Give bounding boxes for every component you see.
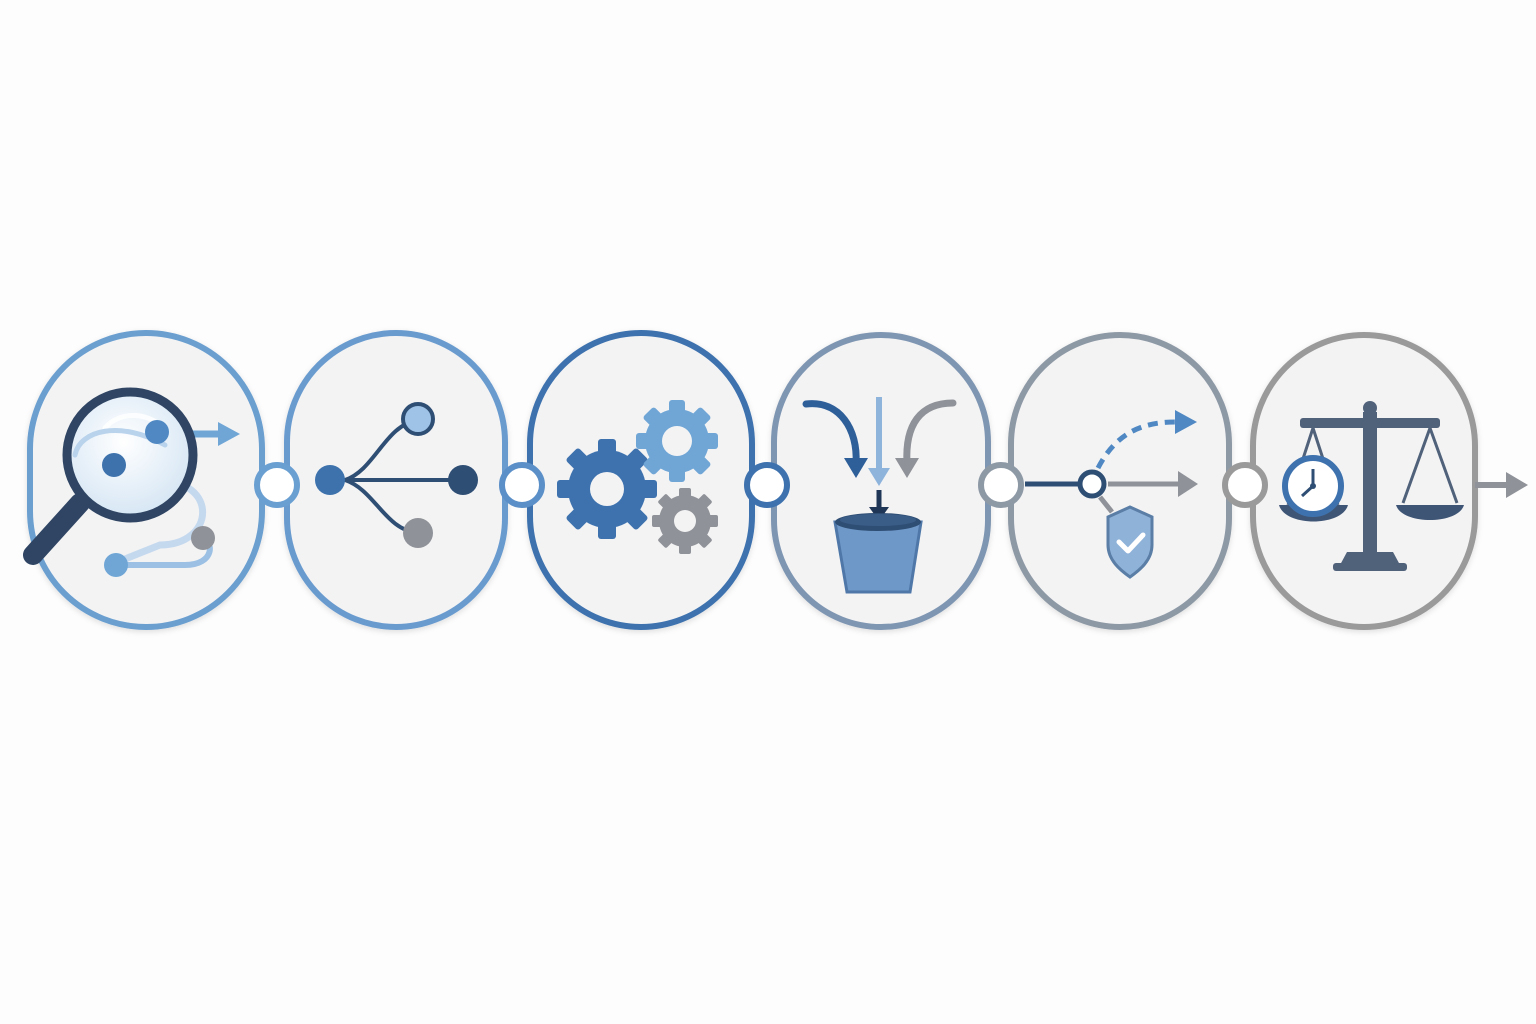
connectors bbox=[254, 462, 1268, 508]
scale-clock-icon bbox=[1279, 401, 1464, 571]
connector-node-1 bbox=[254, 462, 300, 508]
connector-node-5 bbox=[1222, 462, 1268, 508]
gears-icon bbox=[557, 400, 718, 554]
stage-5-frame bbox=[1008, 332, 1232, 630]
connector-node-2 bbox=[499, 462, 545, 508]
connector-node-3 bbox=[744, 462, 790, 508]
branching-nodes-icon bbox=[315, 402, 478, 548]
connector-node-4 bbox=[978, 462, 1024, 508]
path-shield-icon bbox=[1025, 410, 1198, 579]
magnifier-path-icon bbox=[23, 387, 240, 577]
funnel-bucket-icon bbox=[802, 397, 957, 594]
right-arrow-icon bbox=[1475, 472, 1528, 498]
